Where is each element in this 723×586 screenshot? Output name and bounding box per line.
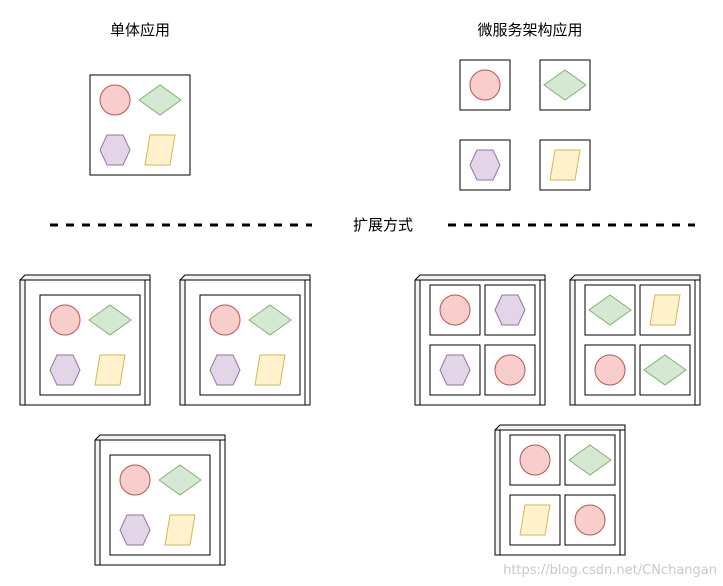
microservice-node	[429, 284, 536, 396]
parallelogram-icon	[144, 134, 176, 166]
monolith-title: 单体应用	[110, 21, 170, 39]
diamond-icon	[568, 444, 612, 476]
diamond-icon	[138, 84, 182, 116]
diamond-icon	[88, 304, 132, 336]
parallelogram-icon	[519, 504, 551, 536]
hexagon-icon	[209, 354, 241, 386]
microservice-node	[509, 434, 616, 546]
hexagon-icon	[49, 354, 81, 386]
scaling-label: 扩展方式	[353, 216, 413, 234]
monolith-replica	[199, 294, 301, 396]
circle-icon	[574, 504, 606, 536]
monolith-replica	[39, 294, 141, 396]
circle-icon	[594, 354, 626, 386]
diamond-icon	[588, 294, 632, 326]
hexagon-icon	[469, 149, 501, 181]
parallelogram-icon	[94, 354, 126, 386]
circle-icon	[519, 444, 551, 476]
diamond-icon	[248, 304, 292, 336]
parallelogram-icon	[649, 294, 681, 326]
parallelogram-icon	[164, 514, 196, 546]
circle-icon	[469, 69, 501, 101]
circle-icon	[49, 304, 81, 336]
monolith-replica	[109, 454, 211, 556]
circle-icon	[119, 464, 151, 496]
circle-icon	[439, 294, 471, 326]
monolith-app	[89, 74, 191, 176]
diamond-icon	[643, 354, 687, 386]
circle-icon	[494, 354, 526, 386]
microservices-title: 微服务架构应用	[477, 21, 582, 39]
microservices-app	[459, 59, 591, 191]
hexagon-icon	[494, 294, 526, 326]
diamond-icon	[543, 69, 587, 101]
circle-icon	[209, 304, 241, 336]
parallelogram-icon	[549, 149, 581, 181]
microservice-node	[584, 284, 691, 396]
watermark: https://blog.csdn.net/CNchangan	[503, 563, 717, 578]
hexagon-icon	[119, 514, 151, 546]
diamond-icon	[158, 464, 202, 496]
hexagon-icon	[439, 354, 471, 386]
hexagon-icon	[99, 134, 131, 166]
parallelogram-icon	[254, 354, 286, 386]
circle-icon	[99, 84, 131, 116]
